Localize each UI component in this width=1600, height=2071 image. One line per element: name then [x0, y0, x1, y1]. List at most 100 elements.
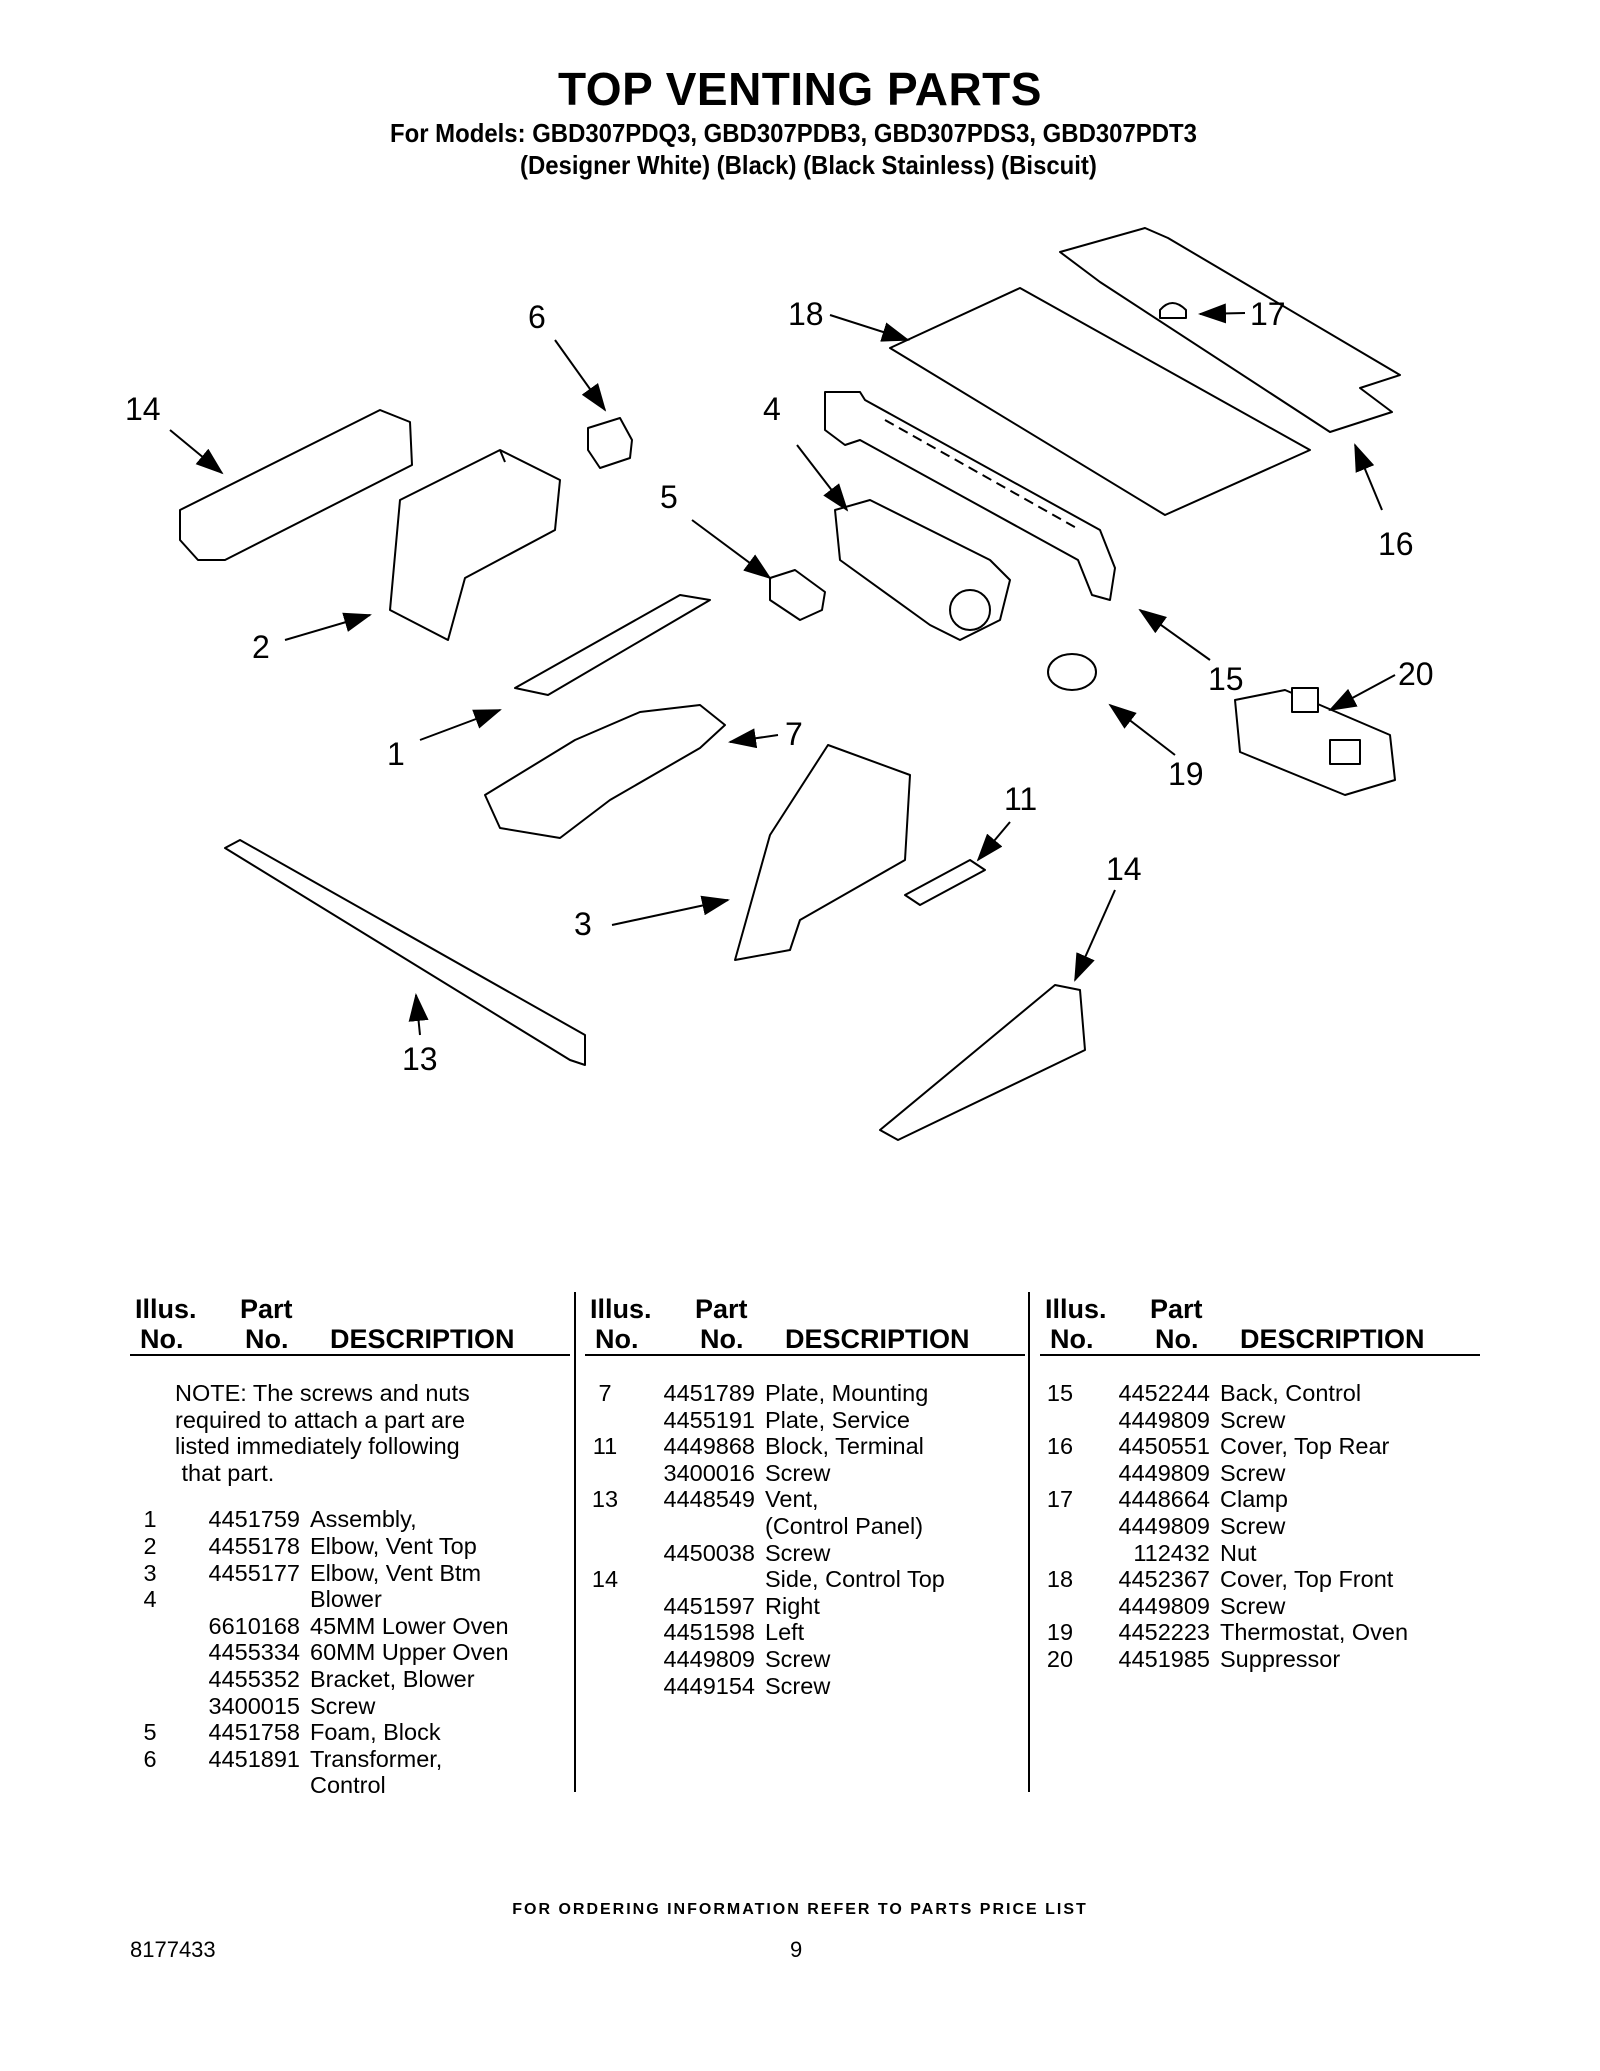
part-14-side-right: [879, 984, 1086, 1141]
illus-number: 14: [591, 1566, 619, 1593]
illus-number: 4: [143, 1586, 157, 1613]
header-illus-no: No.: [1050, 1324, 1094, 1354]
part-description: Cover, Top Rear: [1220, 1433, 1390, 1460]
header-illus: Illus.: [1045, 1294, 1107, 1324]
part-number: 4451758: [208, 1719, 301, 1746]
column-divider: [1028, 1292, 1030, 1792]
note-line: NOTE: The screws and nuts: [175, 1380, 470, 1406]
part-description: Screw: [765, 1645, 831, 1672]
part-number: 3400016: [663, 1459, 756, 1486]
part-number: 4448549: [663, 1486, 756, 1513]
part-number: 4455177: [208, 1559, 301, 1586]
header-part: Part: [240, 1294, 293, 1324]
part-number: 4451598: [663, 1619, 756, 1646]
part-description: Screw: [765, 1539, 831, 1566]
illus-number: 19: [1046, 1619, 1074, 1646]
header-part-no: No.: [700, 1324, 744, 1354]
page-title: TOP VENTING PARTS: [558, 63, 1042, 115]
part-description: Nut: [1220, 1539, 1257, 1566]
part-number: 4455178: [208, 1532, 301, 1559]
part-number: 4449809: [663, 1645, 756, 1672]
model-list: For Models: GBD307PDQ3, GBD307PDB3, GBD3…: [390, 118, 1197, 148]
header-illus-no: No.: [140, 1324, 184, 1354]
header-part-no: No.: [1155, 1324, 1199, 1354]
model-colors: (Designer White) (Black) (Black Stainles…: [520, 150, 1097, 180]
table-row: (Control Panel): [585, 1513, 1025, 1540]
page-number: 9: [790, 1937, 803, 1962]
part-description: Clamp: [1220, 1486, 1288, 1513]
part-number: 4450551: [1118, 1433, 1211, 1460]
part-number: 4450038: [663, 1539, 756, 1566]
table-row: 112432 Nut: [1040, 1540, 1480, 1567]
callout-5: 5: [660, 479, 678, 515]
part-description: Screw: [1220, 1592, 1286, 1619]
header-description: DESCRIPTION: [1240, 1324, 1425, 1354]
header-illus: Illus.: [135, 1294, 197, 1324]
part-number: 4452223: [1118, 1619, 1211, 1646]
header-part-no: No.: [245, 1324, 289, 1354]
part-number: 4455334: [208, 1639, 301, 1666]
part-19-thermostat: [1047, 653, 1097, 691]
leader-lines: [169, 303, 1396, 1036]
part-number: 112432: [1133, 1539, 1210, 1566]
part-description: Screw: [1220, 1512, 1286, 1539]
part-description: Plate, Mounting: [765, 1380, 929, 1406]
note-line: required to attach a part are: [175, 1406, 466, 1433]
part-description: Elbow, Vent Top: [310, 1532, 477, 1559]
callout-3: 3: [574, 906, 592, 942]
callout-17: 17: [1250, 296, 1286, 332]
part-description: Cover, Top Front: [1220, 1566, 1394, 1593]
illus-number: 15: [1046, 1380, 1074, 1406]
part-description: Suppressor: [1220, 1645, 1341, 1672]
callout-19: 19: [1168, 756, 1204, 792]
part-3-elbow-vent-btm: [734, 744, 911, 961]
callout-2: 2: [252, 629, 270, 665]
part-16-cover-top-rear: [1059, 227, 1401, 433]
part-number: 4451759: [208, 1506, 301, 1533]
illus-number: 5: [143, 1719, 157, 1746]
part-description: Elbow, Vent Btm: [310, 1559, 482, 1586]
part-description: Blower: [310, 1586, 382, 1613]
part-number: 4452244: [1118, 1380, 1211, 1406]
table-header: Illus. No. Part No. DESCRIPTION: [585, 1292, 1025, 1356]
part-number: 4449868: [663, 1433, 756, 1460]
part-description: Side, Control Top: [765, 1566, 945, 1593]
callout-11: 11: [1004, 781, 1037, 817]
part-description: Control: [310, 1772, 386, 1799]
column-divider: [574, 1292, 576, 1792]
part-description: Block, Terminal: [765, 1433, 924, 1460]
part-description: Screw: [310, 1692, 376, 1719]
part-description: Right: [765, 1592, 820, 1619]
part-13-vent: [224, 839, 586, 1066]
table-row: 4449809 Screw: [585, 1646, 1025, 1673]
callout-13: 13: [402, 1041, 438, 1077]
part-14-side-left: [179, 409, 413, 561]
part-description: Left: [765, 1619, 805, 1646]
part-15-back-control: [824, 391, 1116, 601]
callout-1: 1: [387, 736, 405, 772]
part-6-transformer: [587, 417, 633, 469]
part-description: Assembly,: [310, 1506, 417, 1533]
part-18-cover-top-front: [889, 287, 1311, 516]
part-description: 60MM Upper Oven: [310, 1639, 509, 1666]
part-number: 4449809: [1118, 1592, 1211, 1619]
header-part: Part: [695, 1294, 748, 1324]
table-row: 4 Blower: [130, 1586, 570, 1613]
